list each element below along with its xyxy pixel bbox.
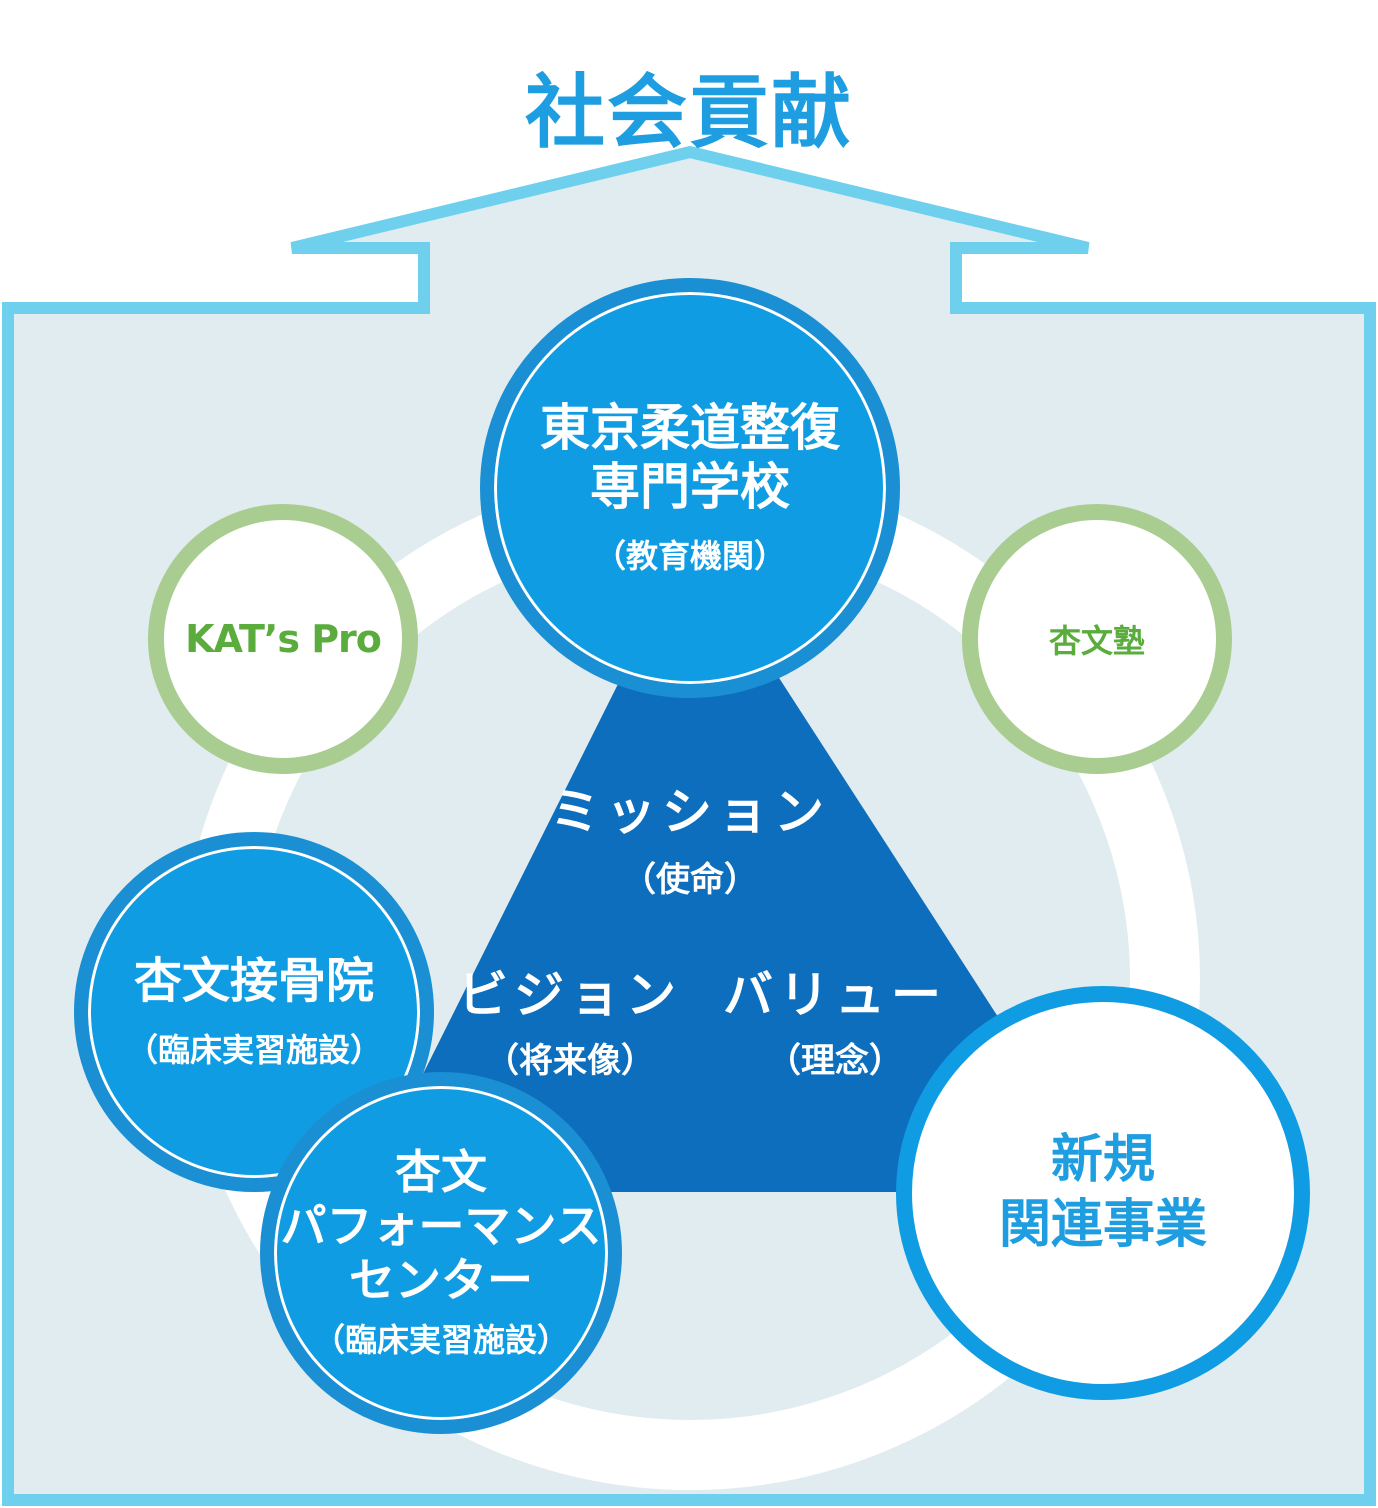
performance-line2: パフォーマンス bbox=[280, 1198, 602, 1253]
node-kats-pro: KAT’s Pro bbox=[148, 504, 418, 774]
mission-sub: （使命） bbox=[622, 860, 758, 900]
page-title: 社会貢献 bbox=[525, 66, 853, 159]
value-sub: （理念） bbox=[767, 1041, 903, 1081]
core-triangle bbox=[420, 540, 1000, 1192]
mission-text: ミッション （使命） bbox=[540, 772, 840, 901]
node-school: 東京柔道整復 専門学校 （教育機関） bbox=[480, 278, 900, 698]
juku-label: 杏文塾 bbox=[1048, 622, 1145, 660]
school-line2: 専門学校 bbox=[590, 458, 790, 516]
node-juku: 杏文塾 bbox=[962, 504, 1232, 774]
school-sub: （教育機関） bbox=[593, 537, 786, 575]
new-line2: 関連事業 bbox=[998, 1195, 1207, 1255]
clinic-sub: （臨床実習施設） bbox=[125, 1031, 382, 1070]
new-line1: 新規 bbox=[1050, 1130, 1155, 1190]
vision-sub: （将来像） bbox=[485, 1041, 655, 1081]
performance-line1: 杏文 bbox=[395, 1144, 487, 1199]
vision-label: ビジョン bbox=[458, 966, 682, 1024]
school-line1: 東京柔道整復 bbox=[540, 399, 840, 457]
mission-label: ミッション bbox=[550, 783, 830, 841]
node-new-business: 新規 関連事業 bbox=[896, 986, 1310, 1400]
value-label: バリュー bbox=[723, 966, 947, 1024]
vision-text: ビジョン （将来像） bbox=[440, 955, 700, 1082]
clinic-label: 杏文接骨院 bbox=[133, 952, 374, 1009]
performance-line3: センター bbox=[349, 1253, 533, 1308]
performance-sub: （臨床実習施設） bbox=[312, 1321, 569, 1360]
value-text: バリュー （理念） bbox=[705, 955, 965, 1082]
kats-label: KAT’s Pro bbox=[185, 617, 382, 661]
node-performance-center: 杏文 パフォーマンス センター （臨床実習施設） bbox=[260, 1072, 622, 1434]
